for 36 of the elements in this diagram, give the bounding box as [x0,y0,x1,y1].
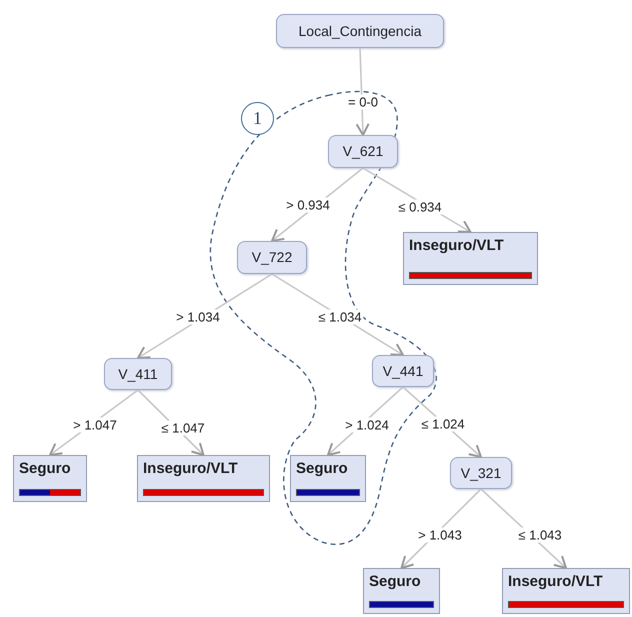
edge-label: > 1.047 [71,418,119,432]
leaf-node-box [137,455,270,502]
node-label: V_321 [460,464,502,483]
node-label: Inseguro/VLT [143,460,238,478]
node-label: V_411 [118,364,158,384]
leaf-node-box [13,455,87,502]
leaf-node-box [290,455,366,502]
edge-label: = 0-0 [346,94,380,110]
leaf-node-box [502,568,630,614]
node-label: Seguro [369,573,421,591]
leaf-node-box [363,568,440,614]
node-label: Seguro [296,460,348,478]
edge-label: > 1.043 [416,528,464,542]
node-label: Inseguro/VLT [409,237,504,255]
edge-label: > 1.034 [174,310,222,324]
node-label: V_621 [342,142,384,161]
edge-label: ≤ 1.034 [316,310,364,324]
edge-label: > 1.024 [343,418,391,432]
split-node-box [104,358,172,390]
node-label: Seguro [19,460,71,478]
edge-label: ≤ 1.024 [419,416,467,432]
split-node-box [450,457,512,489]
split-node-box [328,135,398,168]
callout-number: 1 [241,102,274,135]
node-label: V_722 [252,248,292,267]
edge-label: ≤ 1.043 [516,528,564,542]
edge-label: ≤ 0.934 [396,200,444,214]
split-node-box [372,355,434,387]
edge-label: > 0.934 [284,198,332,212]
leaf-node-box [403,232,538,285]
node-label: V_441 [382,362,424,381]
node-label: Inseguro/VLT [508,573,603,591]
split-node-box [276,14,444,48]
edge-label: ≤ 1.047 [159,420,207,436]
split-node-box [237,241,307,274]
node-label: Local_Contingencia [298,22,422,41]
